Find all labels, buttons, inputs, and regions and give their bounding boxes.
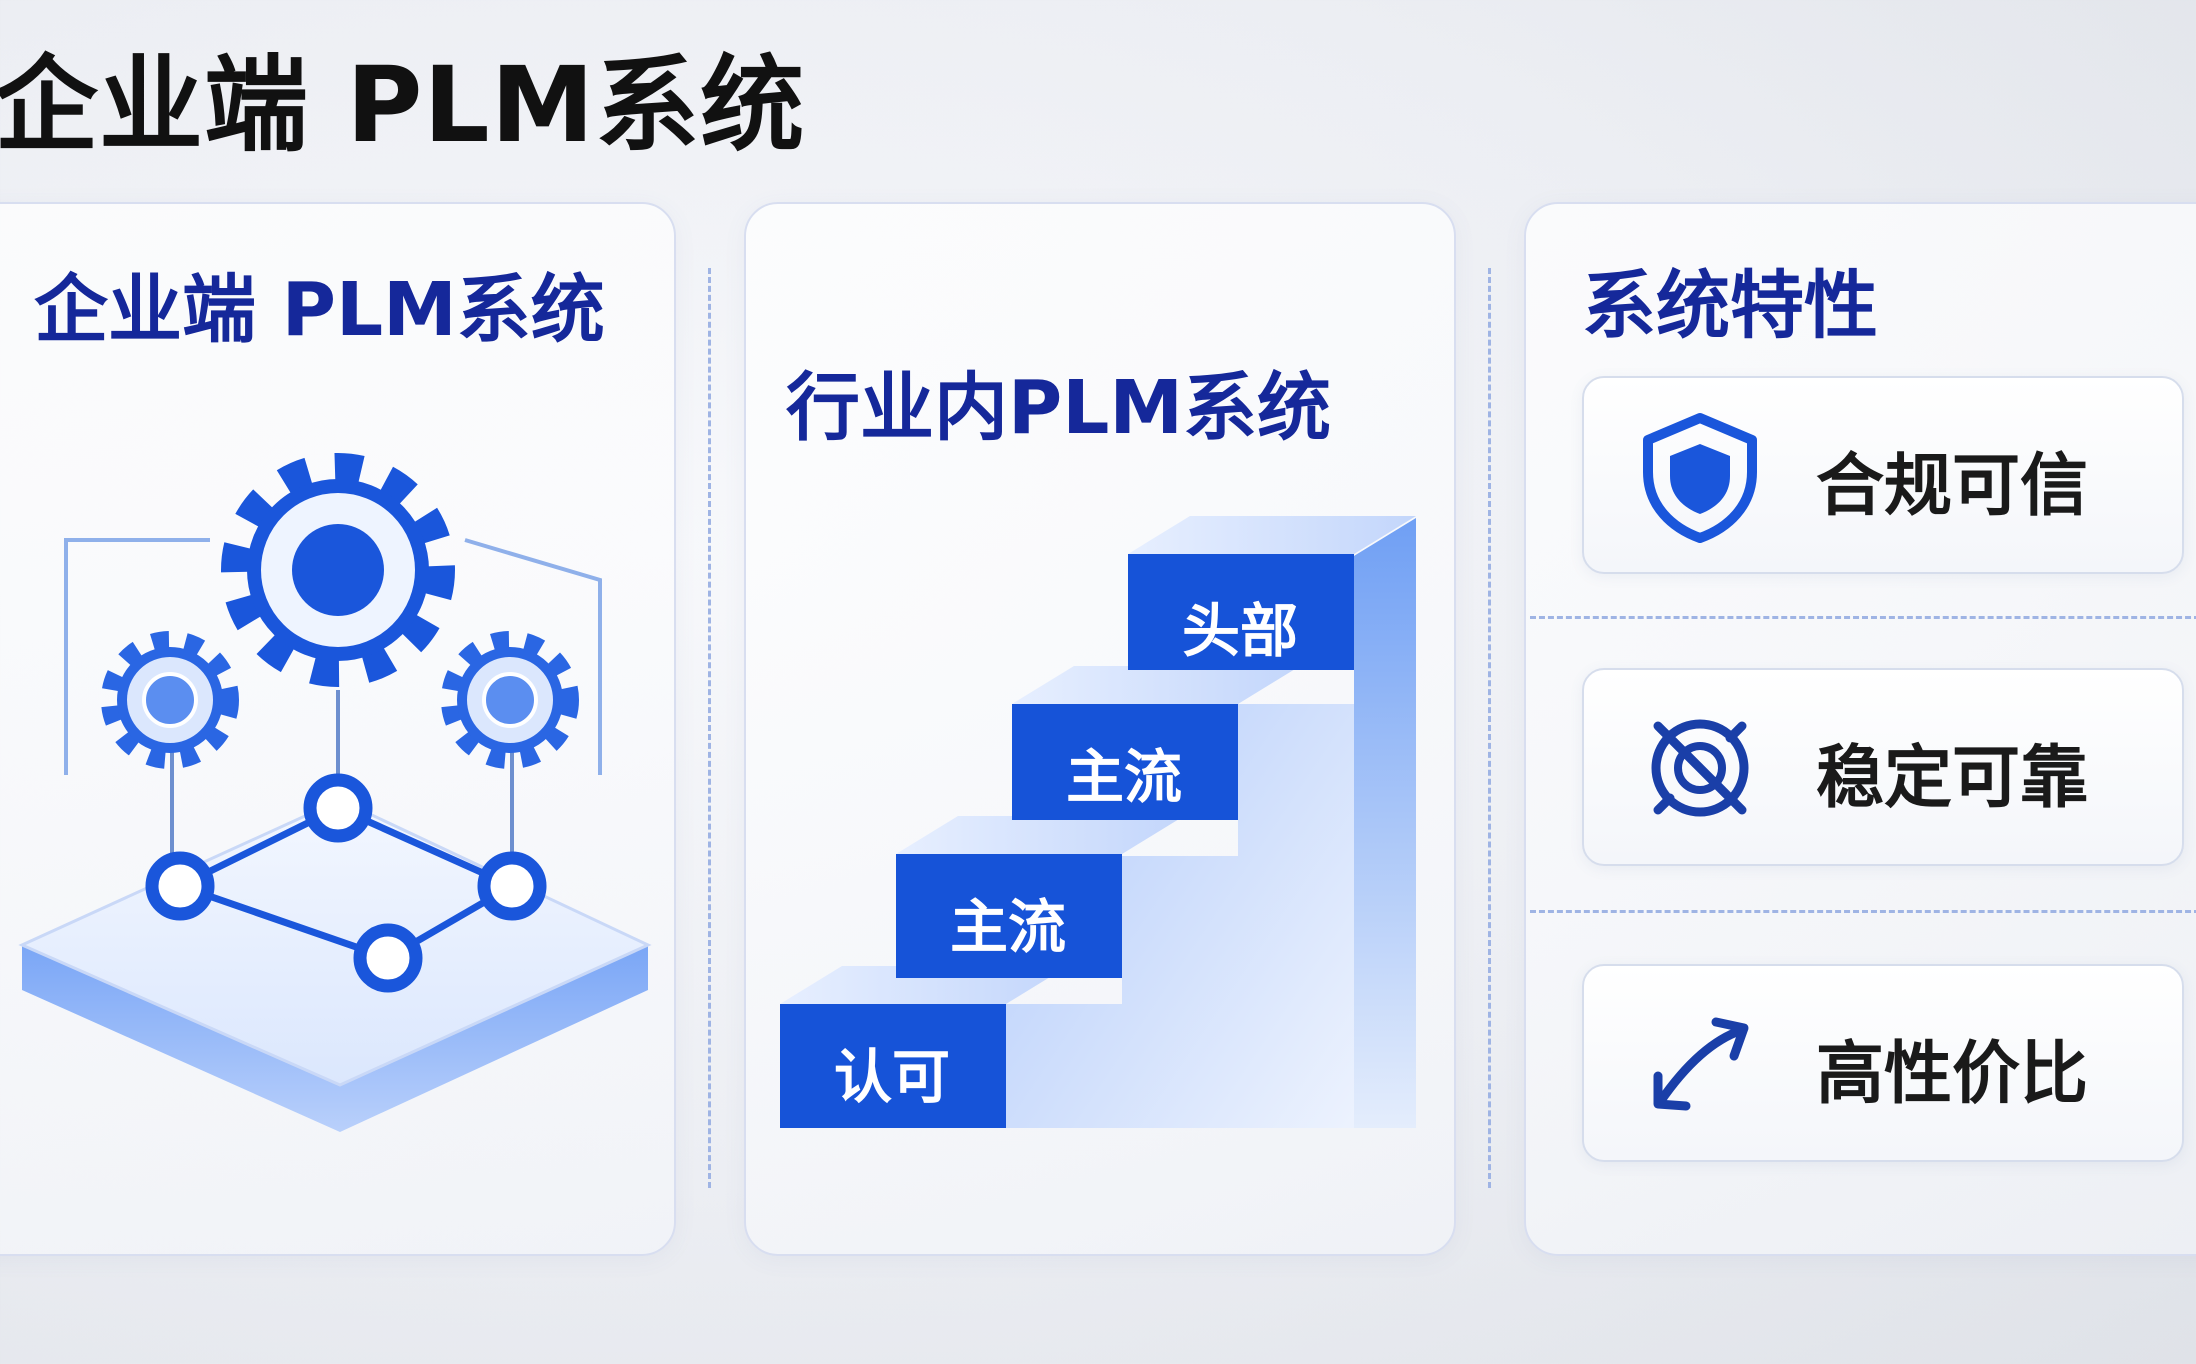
stair-step-2 <box>896 854 1122 978</box>
stair-step-label: 头部 <box>1181 597 1298 665</box>
network-node <box>145 851 215 921</box>
network-node <box>303 773 373 843</box>
stair-step-label: 认可 <box>833 1043 950 1111</box>
stair-step-1 <box>780 1004 1006 1128</box>
page-title: 企业端 PLM系统 <box>0 44 806 166</box>
panel-divider-left <box>708 268 711 1188</box>
feature-card-cost-effective: 高性价比 <box>1582 964 2184 1162</box>
feature-divider <box>1530 616 2196 619</box>
enterprise-panel-heading: 企业端 PLM系统 <box>34 267 605 353</box>
stair-step-label: 主流 <box>1065 743 1182 811</box>
feature-label: 合规可信 <box>1816 447 2089 526</box>
stair-step-4 <box>1128 554 1354 670</box>
features-panel-heading: 系统特性 <box>1582 263 1878 349</box>
feature-label: 稳定可靠 <box>1816 739 2089 818</box>
feature-label: 高性价比 <box>1816 1035 2089 1114</box>
shield-icon <box>1643 413 1757 543</box>
network-node <box>353 923 423 993</box>
feature-card-stability: 稳定可靠 <box>1582 668 2184 866</box>
stair-step-3 <box>1012 704 1238 820</box>
feature-card-compliance: 合规可信 <box>1582 376 2184 574</box>
gear-icon <box>101 631 239 769</box>
stair-step-label: 主流 <box>949 893 1066 961</box>
industry-panel-heading: 行业内PLM系统 <box>786 365 1332 451</box>
target-icon <box>1651 719 1749 817</box>
gear-icon <box>441 631 579 769</box>
staircase-illustration <box>780 516 1416 1128</box>
gears-network-illustration <box>18 453 652 1132</box>
network-node <box>477 851 547 921</box>
gear-icon <box>221 453 455 687</box>
platform-side <box>22 945 648 1132</box>
double-arrow-icon <box>1653 1017 1749 1111</box>
panel-divider-right <box>1488 268 1491 1188</box>
feature-divider <box>1530 910 2196 913</box>
